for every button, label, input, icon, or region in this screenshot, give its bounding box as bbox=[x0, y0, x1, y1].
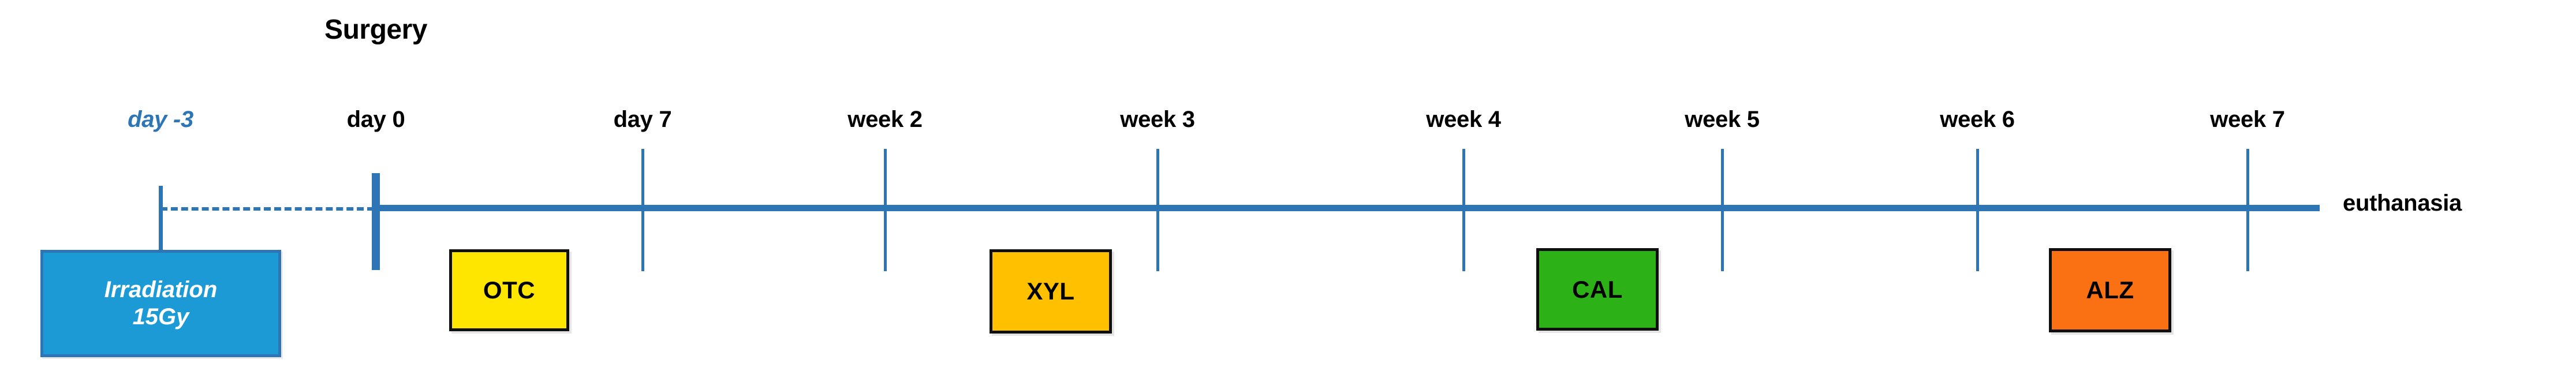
tick-mark-week-7 bbox=[2246, 149, 2249, 271]
tick-label-week-3: week 3 bbox=[1120, 107, 1195, 132]
marker-chip-alz: ALZ bbox=[2049, 248, 2171, 332]
tick-label-day-7: day 7 bbox=[613, 107, 672, 132]
tick-mark-week-3 bbox=[1156, 149, 1159, 271]
tick-mark-day-7 bbox=[641, 149, 644, 271]
tick-label-week-7: week 7 bbox=[2210, 107, 2285, 132]
tick-mark-day--3 bbox=[158, 186, 163, 255]
tick-mark-week-4 bbox=[1462, 149, 1465, 271]
irradiation-line1: Irradiation bbox=[104, 276, 218, 302]
tick-label-week-4: week 4 bbox=[1426, 107, 1501, 132]
marker-chip-otc: OTC bbox=[449, 249, 569, 331]
tick-mark-week-2 bbox=[883, 149, 887, 271]
tick-label-week-5: week 5 bbox=[1685, 107, 1760, 132]
tick-label-day--3: day -3 bbox=[128, 107, 193, 132]
irradiation-line2: 15Gy bbox=[132, 304, 189, 329]
end-label-euthanasia: euthanasia bbox=[2343, 190, 2462, 216]
marker-chip-cal: CAL bbox=[1536, 248, 1659, 331]
headline-surgery: Surgery bbox=[324, 14, 427, 45]
timeline-axis bbox=[372, 205, 2320, 211]
irradiation-box: Irradiation 15Gy bbox=[40, 250, 281, 357]
tick-mark-day-0 bbox=[372, 173, 380, 270]
tick-label-day-0: day 0 bbox=[346, 107, 405, 132]
tick-label-week-6: week 6 bbox=[1940, 107, 2015, 132]
tick-mark-week-6 bbox=[1976, 149, 1979, 271]
marker-chip-xyl: XYL bbox=[990, 249, 1112, 334]
tick-label-week-2: week 2 bbox=[848, 107, 923, 132]
dashed-connector bbox=[160, 207, 374, 211]
tick-mark-week-5 bbox=[1720, 149, 1724, 271]
